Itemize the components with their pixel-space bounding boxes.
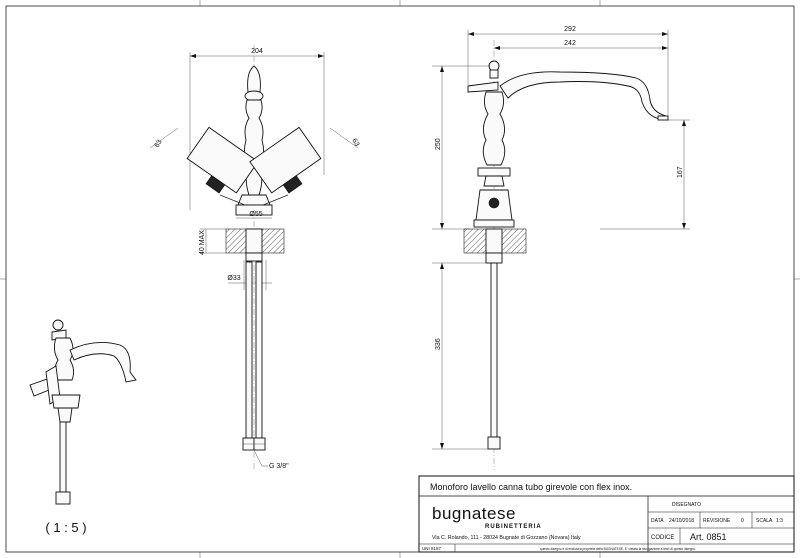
sheet-border <box>5 5 795 553</box>
tb-legal-note: questo disegno è di esclusiva proprietà … <box>540 547 695 551</box>
title-block: Monoforo lavello canna tubo girevole con… <box>418 475 795 553</box>
dim-total-height: 250 <box>435 138 442 150</box>
dim-pipe-diameter: Ø33 <box>227 275 240 282</box>
tb-address: Via C. Rolando, 111 - 28024 Bugnate di G… <box>432 535 581 541</box>
tb-brand-sub: RUBINETTERIA <box>485 524 542 530</box>
tb-codice-value: Art. 0851 <box>690 532 727 542</box>
tb-scala-label: SCALA <box>756 518 773 524</box>
dim-spout-reach: 242 <box>564 40 576 47</box>
tb-description: Monoforo lavello canna tubo girevole con… <box>430 482 632 492</box>
tb-disegnato-label: DISEGNATO <box>672 502 701 508</box>
tb-brand: bugnatese <box>432 504 516 523</box>
tb-revisione-value: 0 <box>741 518 744 524</box>
tb-codice-label: CODICE <box>651 535 674 541</box>
dim-flex-length: 336 <box>435 338 442 350</box>
tb-data-value: 24/10/2018 <box>669 518 694 524</box>
dim-side-total: 292 <box>564 26 576 33</box>
tb-uni-label: UNI 8187 <box>422 546 442 551</box>
dim-base-diameter: Ø55 <box>249 211 262 218</box>
dim-handle-left: 63 <box>154 139 164 149</box>
side-view: 292 242 250 167 <box>432 26 690 470</box>
dim-handle-right: 63 <box>350 138 360 148</box>
faucet-preview <box>29 319 137 505</box>
tb-data-label: DATA <box>651 518 664 524</box>
dim-thread: G 3/8" <box>269 463 289 470</box>
dim-front-width: 204 <box>251 48 263 55</box>
dim-spout-height: 167 <box>677 166 684 178</box>
scale-note: ( 1 : 5 ) <box>45 520 86 535</box>
dim-deck-thickness: 40 MAX <box>199 230 206 255</box>
tb-revisione-label: REVISIONE <box>703 518 731 524</box>
front-view: 204 63 63 Ø55 <box>149 45 360 470</box>
tb-scala-value: 1:3 <box>776 518 783 524</box>
